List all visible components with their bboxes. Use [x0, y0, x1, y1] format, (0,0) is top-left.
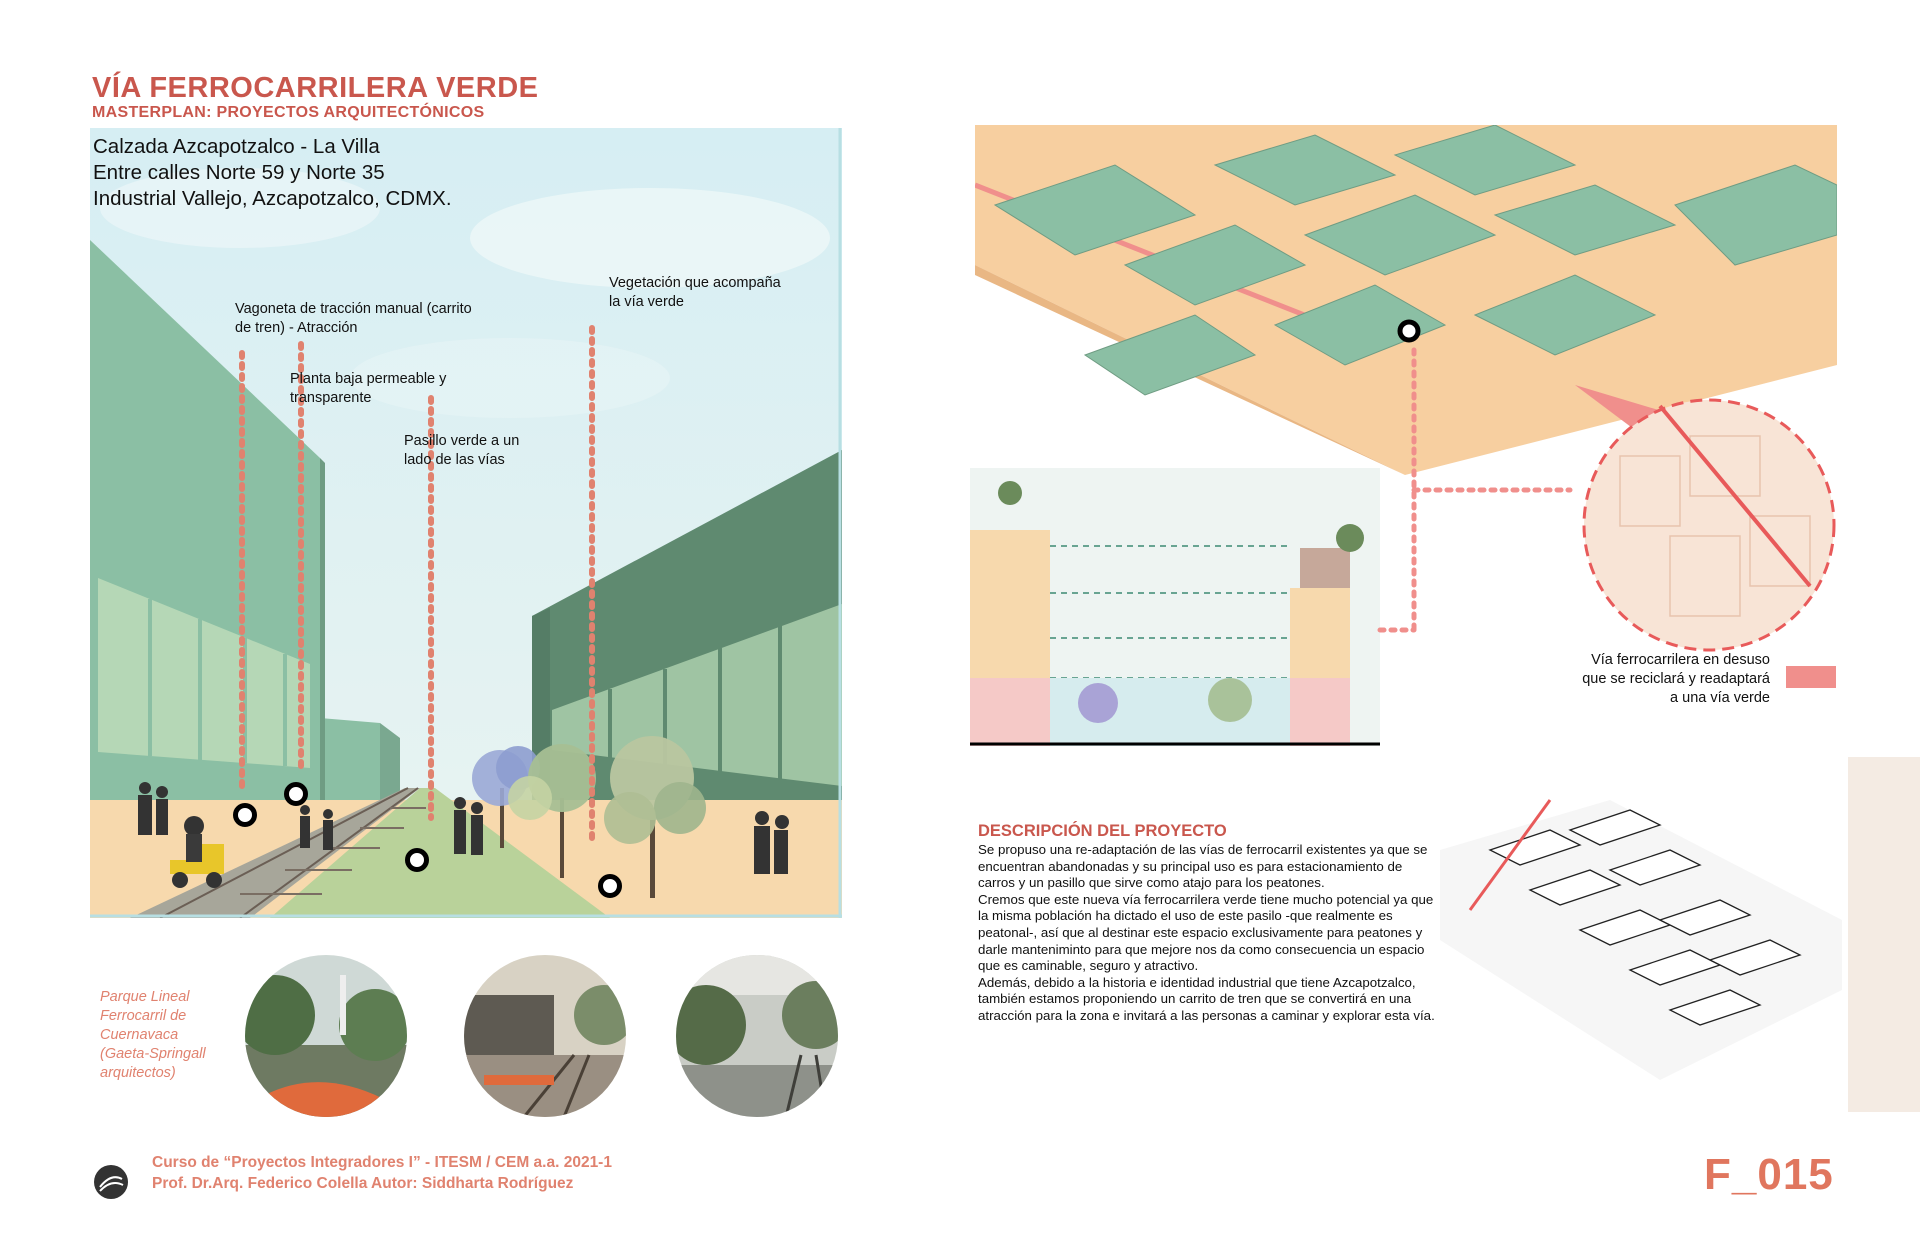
description-paragraph-3: Además, debido a la historia e identidad… [978, 974, 1435, 1023]
marker-cart [233, 803, 257, 827]
park-photo-2 [464, 955, 626, 1117]
annotation-veg-line-1: Vegetación que acompaña [609, 275, 781, 291]
marker-ground-floor [284, 782, 308, 806]
reference-line-3: Cuernavaca [100, 1027, 179, 1043]
annotation-corridor-line-1: Pasillo verde a un [404, 433, 520, 449]
annotation-cart-line-1: Vagoneta de tracción manual (carrito [235, 301, 472, 317]
description-paragraph-2: Cremos que este nueva vía ferrocarrilera… [978, 891, 1434, 974]
aerial-blocks-illustration [975, 125, 1837, 475]
park-photo-3 [676, 955, 838, 1117]
sheet-code: F_015 [1704, 1150, 1834, 1199]
annotation-cart: Vagoneta de tracción manual (carrito de … [235, 300, 472, 338]
page-subtitle: MASTERPLAN: PROYECTOS ARQUITECTÓNICOS [92, 104, 485, 121]
annotation-ground-floor: Planta baja permeable y transparente [290, 370, 446, 408]
zoom-map-illustration [1582, 398, 1836, 652]
legend-line-3: a una vía verde [1670, 690, 1770, 706]
axonometric-illustration [1440, 799, 1842, 1080]
reference-line-5: arquitectos) [100, 1065, 176, 1081]
page-title: VÍA FERROCARRILERA VERDE [92, 72, 539, 104]
zoom-map-circle [1580, 396, 1838, 654]
street-perspective-render [90, 128, 842, 918]
logo-emblem-icon [99, 1176, 124, 1192]
annotation-veg-line-2: la vía verde [609, 294, 684, 310]
marker-corridor [405, 848, 429, 872]
project-location: Calzada Azcapotzalco - La Villa Entre ca… [93, 134, 452, 212]
reference-line-4: (Gaeta-Springall [100, 1046, 206, 1062]
description-heading: DESCRIPCIÓN DEL PROYECTO [978, 822, 1227, 840]
reference-line-1: Parque Lineal [100, 989, 190, 1005]
reference-line-2: Ferrocarril de [100, 1008, 187, 1024]
annotation-ground-line-1: Planta baja permeable y [290, 371, 447, 387]
reference-caption: Parque Lineal Ferrocarril de Cuernavaca … [100, 988, 206, 1083]
legend-line-1: Vía ferrocarrilera en desuso [1591, 652, 1770, 668]
side-color-band [1848, 757, 1920, 1112]
legend-text: Vía ferrocarrilera en desuso que se reci… [1520, 651, 1770, 708]
location-line-3: Industrial Vallejo, Azcapotzalco, CDMX. [93, 187, 452, 210]
marker-vegetation [598, 874, 622, 898]
annotation-vegetation: Vegetación que acompaña la vía verde [609, 274, 781, 312]
location-line-2: Entre calles Norte 59 y Norte 35 [93, 161, 385, 184]
reference-photo-1 [245, 955, 407, 1117]
legend-swatch [1786, 666, 1836, 688]
street-section-drawing [970, 468, 1380, 748]
reference-photo-3 [676, 955, 838, 1117]
course-credits: Curso de “Proyectos Integradores I” - IT… [152, 1152, 612, 1194]
street-perspective-illustration [90, 128, 842, 918]
connector-dotted-lines [1377, 347, 1573, 633]
author-line: Prof. Dr.Arq. Federico Colella Autor: Si… [152, 1175, 574, 1192]
course-line: Curso de “Proyectos Integradores I” - IT… [152, 1154, 612, 1171]
park-photo-1 [245, 955, 407, 1117]
annotation-green-corridor: Pasillo verde a un lado de las vías [404, 432, 519, 470]
legend-line-2: que se reciclará y readaptará [1582, 671, 1770, 687]
description-paragraph-1: Se propuso una re-adaptación de las vías… [978, 842, 1428, 891]
university-logo [94, 1165, 128, 1199]
reference-photo-2 [464, 955, 626, 1117]
annotation-corridor-line-2: lado de las vías [404, 452, 505, 468]
aerial-isometric-view [975, 125, 1837, 475]
annotation-cart-line-2: de tren) - Atracción [235, 320, 358, 336]
section-illustration [970, 468, 1380, 748]
location-line-1: Calzada Azcapotzalco - La Villa [93, 135, 380, 158]
annotation-ground-line-2: transparente [290, 390, 372, 406]
description-body: Se propuso una re-adaptación de las vías… [978, 842, 1442, 1025]
axonometric-line-drawing [1430, 790, 1842, 1090]
